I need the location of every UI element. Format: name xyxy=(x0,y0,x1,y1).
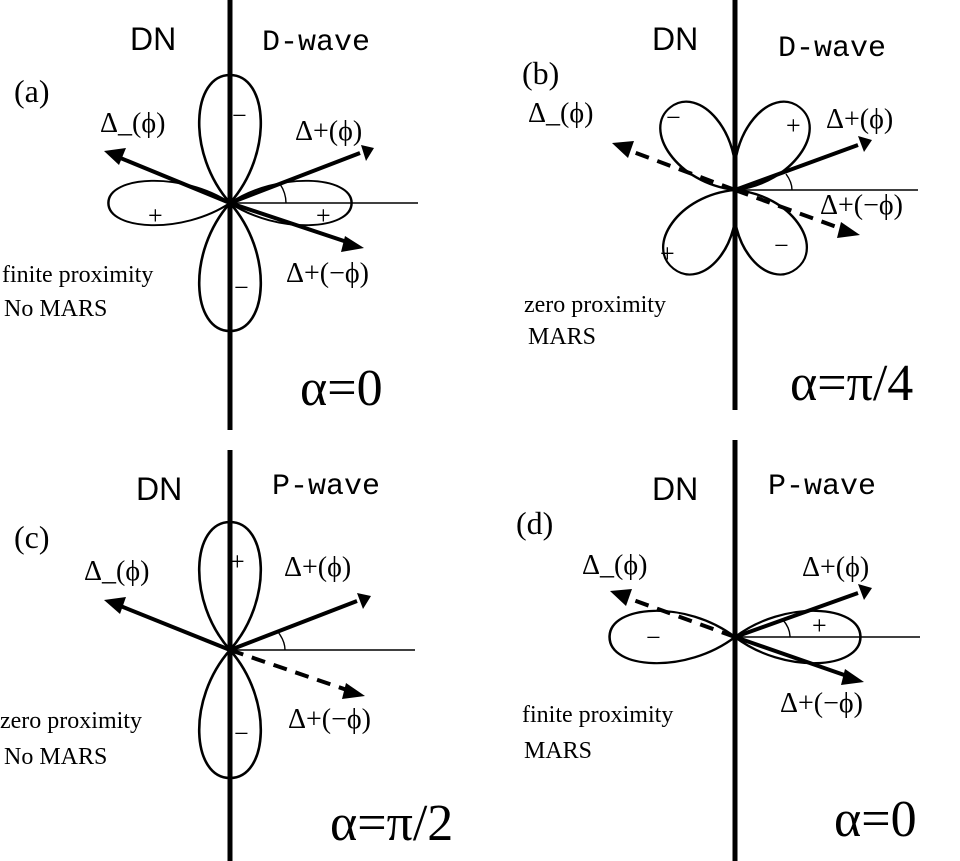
panel-b-proximity-text: zero proximity xyxy=(524,292,666,318)
panel-b-delta-plus-label: Δ+(ϕ) xyxy=(826,104,893,135)
panel-a-angle-arc xyxy=(279,183,287,204)
panel-d-arrow-delta-plus xyxy=(734,591,859,639)
panel-d-sign-right: + xyxy=(812,611,827,640)
panel-c-delta-minus-label: Δ_(ϕ) xyxy=(84,556,149,587)
panel-d-mars-text: MARS xyxy=(524,738,592,764)
panel-c-arrow-delta-minus xyxy=(117,603,231,652)
panel-c-sign-bottom: − xyxy=(234,719,249,748)
panel-c: DN P-wave (c) Δ_(ϕ) Δ+(ϕ) Δ+(−ϕ) + − zer… xyxy=(0,450,453,861)
panel-c-dn-label: DN xyxy=(136,471,182,507)
panel-b-arrowhead-delta-plus-neg xyxy=(837,222,860,238)
panel-a: DN D-wave (a) Δ_(ϕ) Δ+(ϕ) Δ+(−ϕ) − + + −… xyxy=(2,0,418,430)
panel-d-arrowhead-delta-minus xyxy=(610,589,632,606)
panel-a-arrowhead-delta-minus xyxy=(104,148,126,165)
panel-a-sign-top: − xyxy=(232,101,247,130)
panel-b-arrowhead-delta-minus xyxy=(612,141,634,158)
panel-d-label: (d) xyxy=(516,505,553,541)
panel-c-sign-top: + xyxy=(230,547,245,576)
panel-b-mars-text: MARS xyxy=(528,324,596,350)
panel-a-wave-label: D-wave xyxy=(262,26,370,60)
panel-b-arrowhead-delta-plus xyxy=(858,136,872,152)
panel-a-mars-text: No MARS xyxy=(4,296,107,322)
panel-b-arrow-delta-plus xyxy=(734,143,859,192)
panel-a-arrowhead-delta-plus xyxy=(361,145,374,161)
panel-a-sign-bottom: − xyxy=(234,273,249,302)
panel-b: DN D-wave (b) Δ_(ϕ) Δ+(ϕ) Δ+(−ϕ) − + + −… xyxy=(522,0,918,412)
panel-a-sign-left: + xyxy=(148,201,163,230)
panel-d-arrow-delta-plus-neg xyxy=(734,635,851,679)
panel-a-proximity-text: finite proximity xyxy=(2,262,153,288)
panel-c-arrowhead-delta-plus xyxy=(357,593,371,609)
panel-c-angle-arc xyxy=(277,631,286,651)
panel-d-sign-left: − xyxy=(646,623,661,652)
panel-c-alpha: α=π/2 xyxy=(330,795,453,852)
panel-b-dn-label: DN xyxy=(652,21,698,57)
panel-a-dn-label: DN xyxy=(130,21,176,57)
panel-a-arrow-delta-minus xyxy=(117,155,231,205)
panel-b-delta-plus-neg-label: Δ+(−ϕ) xyxy=(820,190,903,221)
panel-a-sign-right: + xyxy=(316,201,331,230)
panel-d-delta-plus-label: Δ+(ϕ) xyxy=(802,552,869,583)
panel-a-label: (a) xyxy=(14,73,50,109)
panel-b-arrow-delta-plus-neg xyxy=(734,188,846,232)
panel-a-delta-plus-label: Δ+(ϕ) xyxy=(295,116,362,147)
panel-a-arrow-delta-plus xyxy=(229,151,361,205)
panel-d-delta-plus-neg-label: Δ+(−ϕ) xyxy=(780,688,863,719)
panel-d-alpha: α=0 xyxy=(834,791,917,848)
panel-b-label: (b) xyxy=(522,55,559,91)
panel-b-delta-minus-label: Δ_(ϕ) xyxy=(528,98,593,129)
panel-b-sign-lower-left: + xyxy=(660,239,675,268)
panel-a-arrowhead-delta-plus-neg xyxy=(341,236,364,252)
panel-d-angle-arc xyxy=(782,619,791,638)
panel-a-delta-minus-label: Δ_(ϕ) xyxy=(100,108,165,139)
panel-d-arrow-delta-minus xyxy=(624,595,736,639)
panel-c-delta-plus-neg-label: Δ+(−ϕ) xyxy=(288,704,371,735)
panel-c-proximity-text: zero proximity xyxy=(0,708,142,734)
panel-b-sign-upper-right: + xyxy=(786,111,801,140)
panel-c-wave-label: P-wave xyxy=(272,470,380,504)
panel-a-alpha: α=0 xyxy=(300,360,383,417)
panel-d-proximity-text: finite proximity xyxy=(522,702,673,728)
panel-c-label: (c) xyxy=(14,519,50,555)
panel-b-angle-arc xyxy=(785,173,793,191)
panel-b-sign-upper-left: − xyxy=(666,103,681,132)
panel-b-alpha: α=π/4 xyxy=(790,355,913,412)
panel-a-arrow-delta-plus-neg xyxy=(229,201,351,245)
panel-c-arrowhead-delta-plus-neg xyxy=(342,683,365,699)
panel-d: DN P-wave (d) Δ_(ϕ) Δ+(ϕ) Δ+(−ϕ) − + fin… xyxy=(516,440,920,861)
panel-c-mars-text: No MARS xyxy=(4,744,107,770)
panel-b-wave-label: D-wave xyxy=(778,32,886,66)
panel-d-arrowhead-delta-plus xyxy=(858,584,872,600)
panel-c-arrowhead-delta-minus xyxy=(104,597,126,614)
panel-a-delta-plus-neg-label: Δ+(−ϕ) xyxy=(286,258,369,289)
panel-b-sign-lower-right: − xyxy=(774,231,789,260)
panel-d-wave-label: P-wave xyxy=(768,470,876,504)
panel-d-arrowhead-delta-plus-neg xyxy=(841,669,864,685)
panel-b-arrow-delta-minus xyxy=(627,148,736,192)
panel-d-delta-minus-label: Δ_(ϕ) xyxy=(582,550,647,581)
panel-c-arrow-delta-plus xyxy=(229,599,358,652)
panel-d-dn-label: DN xyxy=(652,471,698,507)
panel-c-arrow-delta-plus-neg xyxy=(229,648,351,693)
panel-c-delta-plus-label: Δ+(ϕ) xyxy=(284,552,351,583)
